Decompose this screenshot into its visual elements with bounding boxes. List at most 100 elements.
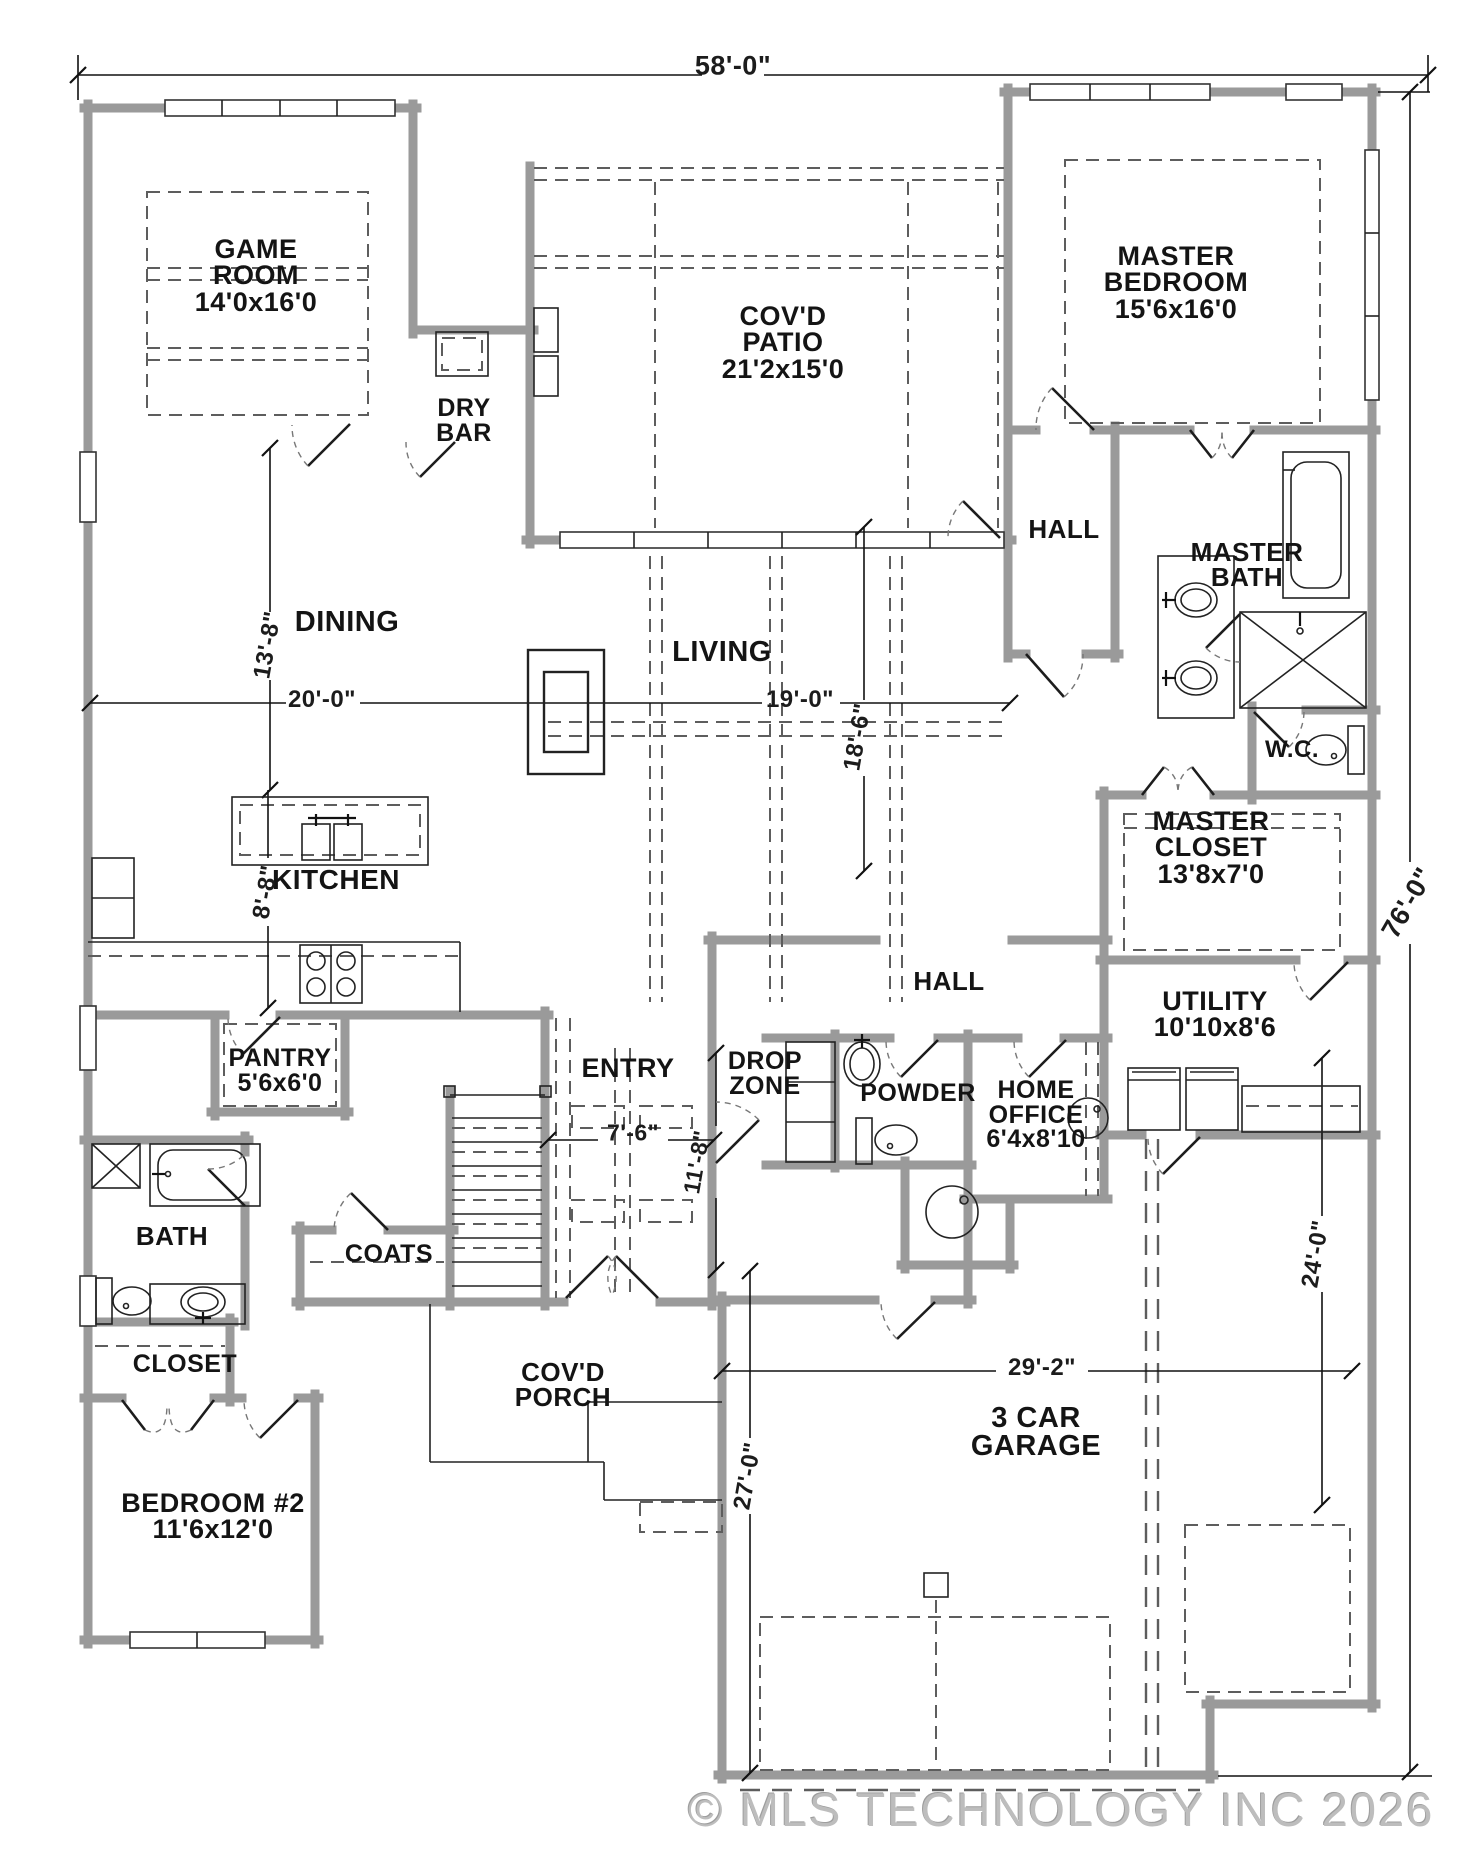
- room-name: ROOM: [213, 260, 299, 291]
- room-label-bath: BATH: [135, 1221, 209, 1251]
- room-label-game-room: GAME ROOM 14'0x16'0: [194, 234, 318, 317]
- room-name: W.C.: [1265, 736, 1319, 763]
- room-size: 15'6x16'0: [1114, 293, 1238, 324]
- dim-entry-width: 7'-6": [606, 1119, 660, 1146]
- shower-door: [1205, 613, 1241, 663]
- wc-toilet-icon: [1305, 725, 1365, 775]
- master-tub-icon: [1282, 451, 1350, 599]
- garage-post-icon: [923, 1572, 949, 1598]
- room-name: HOME: [997, 1076, 1075, 1104]
- room-name: GAME: [214, 234, 298, 264]
- room-label-utility: UTILITY 10'10x8'6: [1153, 986, 1277, 1043]
- dim-dining-width: 20'-0": [287, 686, 357, 713]
- master-closet-double-door: [1140, 766, 1216, 796]
- room-name: PORCH: [514, 1382, 612, 1413]
- room-name: BEDROOM #2: [121, 1488, 305, 1518]
- room-name: ZONE: [729, 1071, 801, 1100]
- room-name: PATIO: [742, 327, 824, 358]
- cooktop-icon: [299, 944, 363, 1004]
- room-name: BAR: [436, 418, 492, 447]
- drop-zone-door: [715, 1101, 760, 1164]
- kitchen-sink-icon: [301, 814, 363, 861]
- patio-door: [947, 500, 1001, 539]
- room-name: DROP: [727, 1047, 803, 1075]
- room-name: OFFICE: [988, 1100, 1084, 1129]
- room-size: 14'0x16'0: [194, 286, 318, 317]
- wc-door: [1253, 711, 1305, 748]
- bath2-tub-icon: [149, 1143, 261, 1207]
- room-name: UTILITY: [1162, 986, 1268, 1016]
- room-name: ENTRY: [581, 1053, 675, 1083]
- garage-hall-door: [880, 1301, 936, 1340]
- room-name: DINING: [294, 606, 400, 638]
- shower-icon: [1239, 611, 1367, 709]
- powder-door: [885, 1039, 939, 1078]
- pantry-door: [227, 1016, 281, 1055]
- walls: [79, 83, 1381, 1784]
- room-label-dining: DINING: [294, 606, 400, 638]
- room-size: 11'6x12'0: [152, 1514, 274, 1545]
- closet-utility-door: [1293, 961, 1349, 1001]
- room-label-closet: CLOSET: [133, 1352, 237, 1377]
- water-heater-icon: [925, 1185, 979, 1239]
- room-label-garage: 3 CAR GARAGE: [971, 1402, 1101, 1461]
- front-double-door: [565, 1255, 659, 1299]
- room-name: CLOSET: [1154, 832, 1268, 863]
- bedroom2-door: [243, 1399, 299, 1439]
- room-name: HALL: [1028, 514, 1100, 544]
- room-label-living: LIVING: [672, 637, 772, 666]
- powder-toilet-icon: [855, 1117, 918, 1165]
- drop-zone-cubbies-icon: [785, 1041, 836, 1163]
- room-name: POWDER: [860, 1079, 976, 1107]
- room-label-kitchen: KITCHEN: [272, 864, 400, 895]
- room-label-hall-lower: HALL: [913, 968, 984, 994]
- hvac-icon: [1067, 1097, 1109, 1139]
- stairs: [443, 1085, 552, 1287]
- master-vanity-sink-icon: [1157, 555, 1235, 719]
- master-bedroom-door: [1035, 387, 1095, 431]
- coats-door: [333, 1192, 389, 1231]
- room-name: MASTER: [1152, 806, 1270, 836]
- bath2-toilet-icon: [95, 1277, 152, 1325]
- room-name: DRY: [437, 394, 491, 422]
- master-bath-double-door: [1188, 429, 1256, 459]
- dashed-lines: [88, 159, 1358, 1792]
- room-name: 3 CAR: [991, 1402, 1081, 1434]
- doors: [120, 387, 1349, 1439]
- kitchen-island-icon: [231, 796, 429, 866]
- bath2-shower-icon: [91, 1143, 141, 1189]
- bath-door: [207, 1153, 246, 1207]
- room-name: MASTER: [1117, 241, 1235, 271]
- room-label-pantry: PANTRY 5'6x6'0: [229, 1046, 332, 1095]
- bedroom2-closet-double-door: [120, 1399, 216, 1433]
- office-door: [1013, 1039, 1067, 1078]
- fixtures: [88, 307, 1367, 1598]
- room-size: 5'6x6'0: [237, 1068, 323, 1097]
- room-name: KITCHEN: [272, 864, 400, 895]
- room-label-master-bedroom: MASTER BEDROOM 15'6x16'0: [1104, 241, 1249, 324]
- bath2-vanity-sink-icon: [149, 1283, 246, 1325]
- fireplace-icon: [526, 648, 606, 776]
- powder-sink-icon: [843, 1034, 881, 1087]
- porch-steps: [429, 1304, 722, 1501]
- room-size: 10'10x8'6: [1153, 1012, 1277, 1043]
- room-label-home-office: HOME OFFICE 6'4x8'10: [986, 1078, 1085, 1152]
- master-hall-door: [1025, 653, 1084, 698]
- game-room-door: [291, 423, 351, 467]
- room-label-entry: ENTRY: [581, 1053, 675, 1083]
- room-name: COV'D: [521, 1357, 605, 1387]
- room-size: 13'8x7'0: [1157, 858, 1265, 889]
- room-size: 6'4x8'10: [986, 1125, 1086, 1153]
- utility-garage-door: [1147, 1136, 1201, 1175]
- room-name: BATH: [135, 1221, 209, 1251]
- room-label-coats: COATS: [345, 1242, 433, 1267]
- room-label-master-closet: MASTER CLOSET 13'8x7'0: [1152, 806, 1270, 889]
- room-label-covd-porch: COV'D PORCH: [514, 1357, 612, 1413]
- room-label-drop-zone: DROP ZONE: [728, 1049, 802, 1098]
- dimension-lines: [69, 55, 1437, 1782]
- dim-overall-width: 58'-0": [694, 50, 772, 81]
- room-label-wc: W.C.: [1265, 738, 1319, 762]
- room-label-master-bath: MASTER BATH: [1191, 539, 1304, 591]
